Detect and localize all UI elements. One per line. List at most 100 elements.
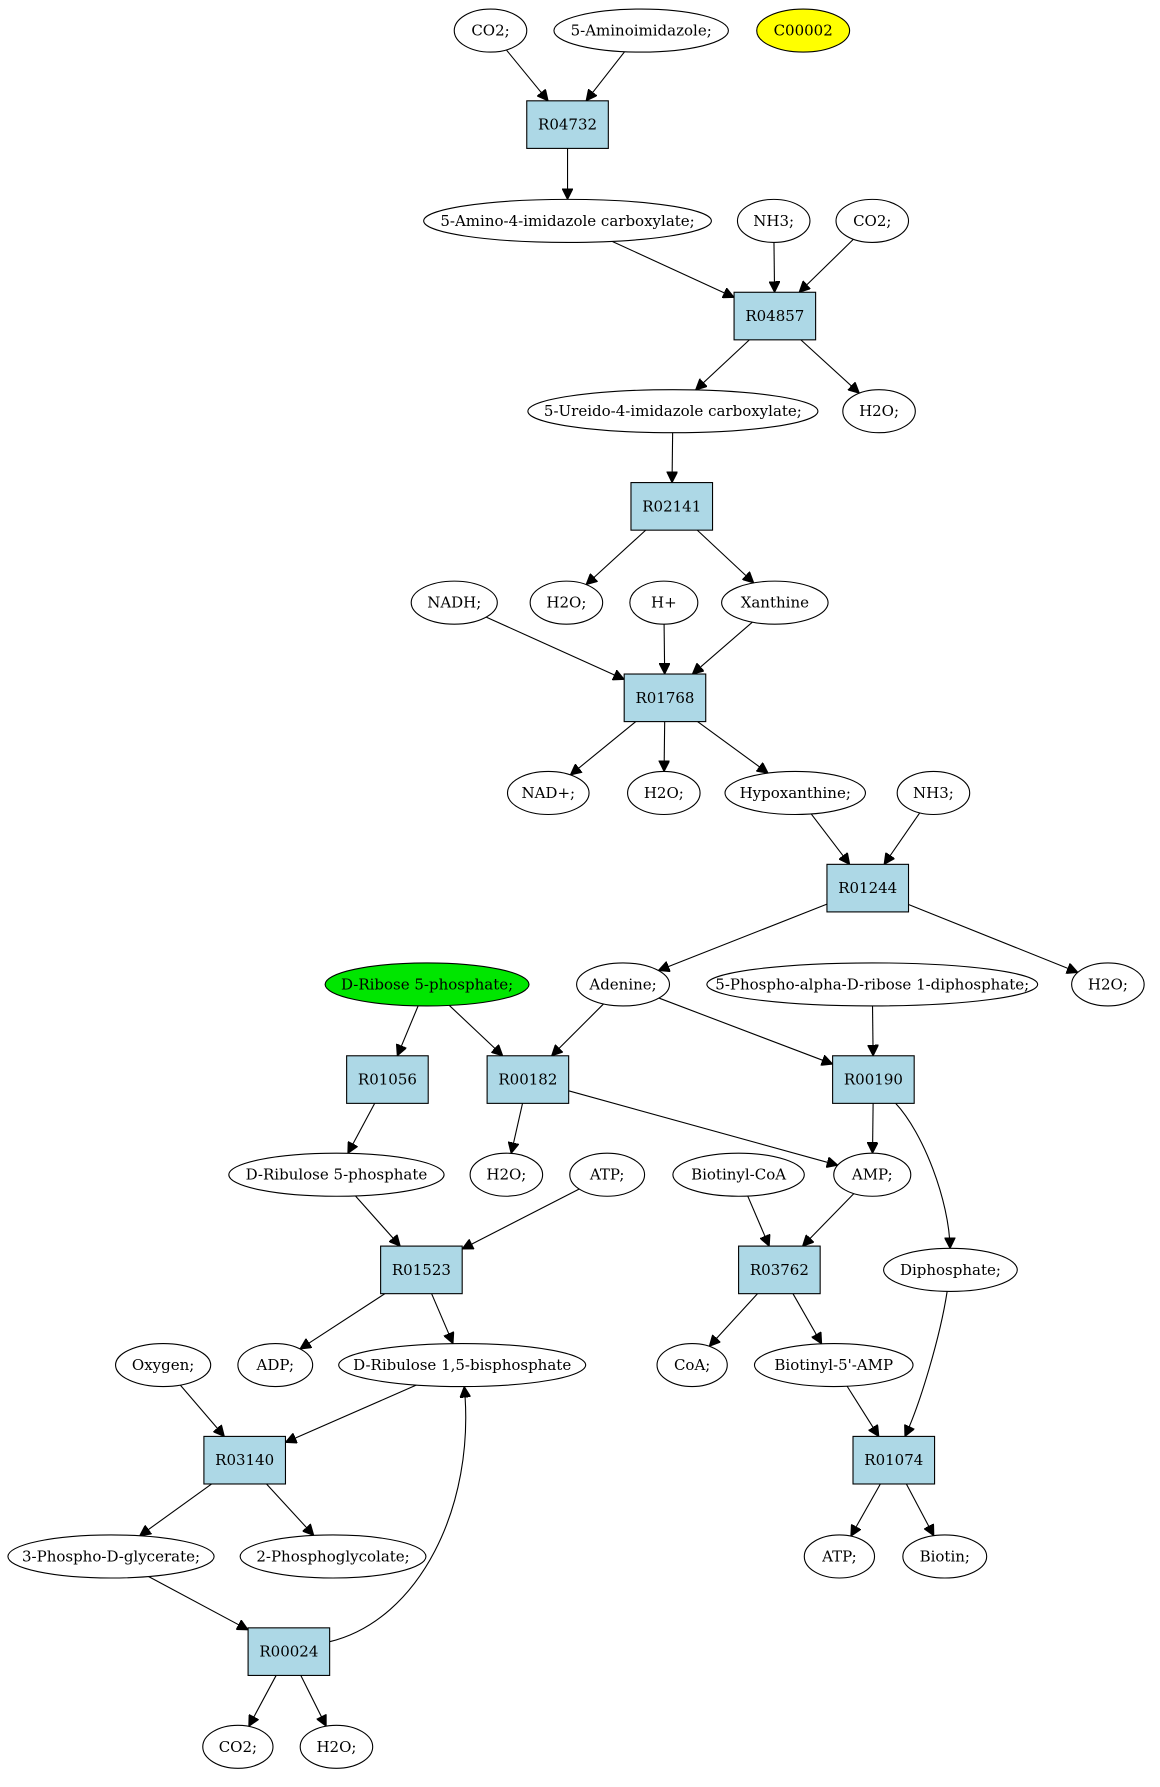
reaction-node-r_R04732[interactable]: R04732 (526, 100, 609, 149)
edge-arrow (148, 1576, 248, 1630)
reaction-node-r_R03140[interactable]: R03140 (203, 1435, 287, 1485)
compound-node-c_hplus[interactable]: H+ (629, 580, 699, 625)
edge-arrow (774, 242, 775, 292)
compound-node-c_ribulose15bp[interactable]: D-Ribulose 1,5-bisphosphate (338, 1342, 587, 1388)
edge-arrow (505, 49, 548, 101)
node-label: 3-Phospho-D-glycerate; (22, 1547, 200, 1565)
reaction-node-r_R01056[interactable]: R01056 (346, 1055, 429, 1104)
edge-arrow (696, 339, 750, 390)
reaction-node-r_R03762[interactable]: R03762 (738, 1245, 821, 1295)
reaction-box (526, 100, 609, 149)
compound-node-c_2pg[interactable]: 2-Phosphoglycolate; (239, 1534, 427, 1579)
compound-ellipse (453, 8, 528, 53)
compound-node-c_co2_3[interactable]: CO2; (202, 1724, 274, 1769)
node-label: H2O; (546, 594, 586, 612)
edge-arrow (692, 621, 753, 674)
compound-node-c_biotinylcoa[interactable]: Biotinyl-CoA (672, 1152, 805, 1197)
compound-ellipse (423, 198, 712, 243)
node-label: NH3; (753, 212, 794, 230)
compound-node-c_xanthine[interactable]: Xanthine (721, 580, 829, 625)
edge-arrow (249, 1675, 277, 1726)
edge-arrow (873, 1103, 874, 1153)
compound-node-c_coa[interactable]: CoA; (656, 1342, 728, 1388)
compound-node-c_ureido[interactable]: 5-Ureido-4-imidazole carboxylate; (527, 389, 819, 434)
reaction-node-r_R00190[interactable]: R00190 (832, 1055, 915, 1104)
compound-node-c_h2o_3[interactable]: H2O; (627, 770, 701, 816)
compound-node-c_h2o_2[interactable]: H2O; (529, 580, 604, 625)
node-label: 5-Phospho-alpha-D-ribose 1-diphosphate; (715, 975, 1029, 993)
compound-ellipse (753, 1342, 914, 1388)
compound-node-c_aminoimidazole[interactable]: 5-Aminoimidazole; (553, 8, 729, 53)
compound-ellipse (338, 1342, 587, 1388)
compound-ellipse (202, 1724, 274, 1769)
compound-ellipse (410, 580, 498, 625)
compound-node-c_h2o_1[interactable]: H2O; (842, 389, 916, 434)
compound-node-c_diphosphate[interactable]: Diphosphate; (883, 1247, 1018, 1292)
compound-node-c_nadplus[interactable]: NAD+; (506, 770, 590, 816)
edge-arrow (658, 997, 833, 1064)
compound-ellipse (1071, 962, 1145, 1007)
compound-node-c_nh3_2[interactable]: NH3; (896, 770, 971, 816)
node-label: 5-Aminoimidazole; (571, 22, 712, 40)
reaction-node-r_R00024[interactable]: R00024 (247, 1627, 331, 1676)
compound-ellipse (576, 962, 671, 1007)
edge-arrow (140, 1483, 212, 1536)
node-label: NH3; (913, 784, 954, 802)
compound-node-c_amp[interactable]: AMP; (833, 1152, 912, 1197)
compound-node-c_3pg[interactable]: 3-Phospho-D-glycerate; (7, 1534, 215, 1579)
compound-node-c_atp_2[interactable]: ATP; (803, 1534, 876, 1579)
compound-ellipse (469, 1152, 544, 1197)
edge-arrow (611, 240, 734, 297)
edge-arrow (300, 1675, 326, 1726)
node-label: R00182 (498, 1071, 557, 1089)
compound-node-c_hypoxanthine[interactable]: Hypoxanthine; (724, 770, 867, 816)
compound-node-c_biotin[interactable]: Biotin; (902, 1534, 988, 1579)
reaction-node-r_R01244[interactable]: R01244 (826, 863, 910, 913)
compound-ellipse (627, 770, 701, 816)
node-label: H2O; (644, 784, 684, 802)
compound-node-c_co2_1[interactable]: CO2; (453, 8, 528, 53)
node-label: R00190 (844, 1071, 903, 1089)
compound-node-c_prpp[interactable]: 5-Phospho-alpha-D-ribose 1-diphosphate; (706, 962, 1039, 1007)
reaction-node-r_R01523[interactable]: R01523 (380, 1245, 463, 1295)
compound-node-c_ribulose5p[interactable]: D-Ribulose 5-phosphate (228, 1152, 445, 1197)
reaction-box (486, 1055, 570, 1104)
compound-node-c_atp_1[interactable]: ATP; (569, 1152, 646, 1197)
compound-node-c_amino4[interactable]: 5-Amino-4-imidazole carboxylate; (423, 198, 712, 243)
compound-ellipse (803, 1534, 876, 1579)
reaction-node-r_R04857[interactable]: R04857 (733, 291, 817, 341)
edge-arrow (884, 812, 921, 864)
compound-ellipse (324, 962, 530, 1007)
compound-node-c_oxygen[interactable]: Oxygen; (114, 1342, 212, 1388)
compound-node-c_biotinyl5amp[interactable]: Biotinyl-5'-AMP (753, 1342, 914, 1388)
edge-arrow (354, 1195, 400, 1246)
node-label: R01768 (635, 689, 694, 707)
edge-arrow (664, 624, 665, 674)
compound-node-c_adp[interactable]: ADP; (237, 1342, 314, 1388)
reaction-node-r_R00182[interactable]: R00182 (486, 1055, 570, 1104)
reaction-box (630, 482, 714, 531)
reaction-node-r_R02141[interactable]: R02141 (630, 482, 714, 531)
compound-node-c_c00002[interactable]: C00002 (756, 8, 851, 53)
edge-arrow (696, 529, 753, 583)
edge-arrow (908, 903, 1078, 972)
compound-node-c_nh3_1[interactable]: NH3; (736, 198, 811, 243)
compound-node-c_h2o_6[interactable]: H2O; (299, 1724, 374, 1769)
compound-node-c_adenine[interactable]: Adenine; (576, 962, 671, 1007)
reaction-node-r_R01074[interactable]: R01074 (852, 1435, 936, 1485)
compound-node-c_nadh[interactable]: NADH; (410, 580, 498, 625)
node-label: R03140 (215, 1451, 274, 1469)
compound-node-c_co2_2[interactable]: CO2; (835, 198, 910, 243)
compound-ellipse (7, 1534, 215, 1579)
node-label: R04857 (745, 307, 804, 325)
compound-node-c_ribose5p[interactable]: D-Ribose 5-phosphate; (324, 962, 530, 1007)
reaction-box (826, 863, 910, 913)
compound-node-c_h2o_4[interactable]: H2O; (1071, 962, 1145, 1007)
node-label: CO2; (471, 22, 509, 40)
node-label: 2-Phosphoglycolate; (256, 1547, 409, 1565)
reaction-node-r_R01768[interactable]: R01768 (623, 673, 707, 723)
compound-node-c_h2o_5[interactable]: H2O; (469, 1152, 544, 1197)
node-label: D-Ribose 5-phosphate; (341, 975, 513, 993)
node-label: CoA; (674, 1356, 710, 1374)
